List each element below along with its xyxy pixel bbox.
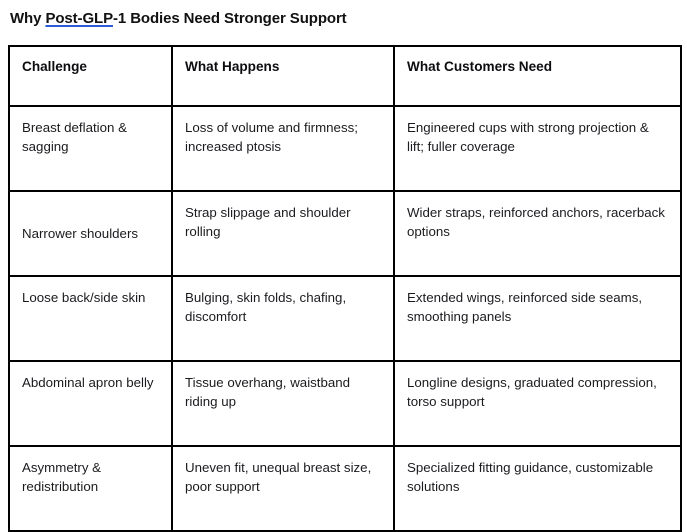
table-row: Asymmetry & redistribution Uneven fit, u… <box>9 446 681 531</box>
page-title-suffix: -1 Bodies Need Stronger Support <box>112 10 347 27</box>
spellcheck-flagged-word[interactable]: Post-GLP <box>45 10 113 27</box>
table-row: Abdominal apron belly Tissue overhang, w… <box>9 361 681 446</box>
table-header: Challenge What Happens What Customers Ne… <box>9 46 681 106</box>
table-row: Narrower shoulders Strap slippage and sh… <box>9 191 681 276</box>
table-header-row: Challenge What Happens What Customers Ne… <box>9 46 681 106</box>
cell-what-customers-need: Extended wings, reinforced side seams, s… <box>394 276 681 361</box>
table-row: Breast deflation & sagging Loss of volum… <box>9 106 681 191</box>
column-header-what-customers-need: What Customers Need <box>394 46 681 106</box>
cell-what-happens: Tissue overhang, waistband riding up <box>172 361 394 446</box>
table-body: Breast deflation & sagging Loss of volum… <box>9 106 681 531</box>
cell-what-customers-need: Wider straps, reinforced anchors, racerb… <box>394 191 681 276</box>
page-title: Why Post-GLP-1 Bodies Need Stronger Supp… <box>10 8 347 30</box>
cell-what-happens: Bulging, skin folds, chafing, discomfort <box>172 276 394 361</box>
cell-challenge: Breast deflation & sagging <box>9 106 172 191</box>
cell-what-customers-need: Specialized fitting guidance, customizab… <box>394 446 681 531</box>
table-container: Challenge What Happens What Customers Ne… <box>8 45 682 532</box>
table-row: Loose back/side skin Bulging, skin folds… <box>9 276 681 361</box>
cell-challenge: Abdominal apron belly <box>9 361 172 446</box>
cell-what-happens: Strap slippage and shoulder rolling <box>172 191 394 276</box>
cell-challenge: Narrower shoulders <box>9 191 172 276</box>
cell-what-customers-need: Engineered cups with strong projection &… <box>394 106 681 191</box>
column-header-what-happens: What Happens <box>172 46 394 106</box>
cell-what-happens: Loss of volume and firmness; increased p… <box>172 106 394 191</box>
cell-challenge: Loose back/side skin <box>9 276 172 361</box>
cell-challenge: Asymmetry & redistribution <box>9 446 172 531</box>
column-header-challenge: Challenge <box>9 46 172 106</box>
cell-what-customers-need: Longline designs, graduated compression,… <box>394 361 681 446</box>
page-title-prefix: Why <box>10 10 46 27</box>
document-page: Why Post-GLP-1 Bodies Need Stronger Supp… <box>8 8 682 532</box>
challenges-table: Challenge What Happens What Customers Ne… <box>8 45 682 532</box>
cell-what-happens: Uneven fit, unequal breast size, poor su… <box>172 446 394 531</box>
